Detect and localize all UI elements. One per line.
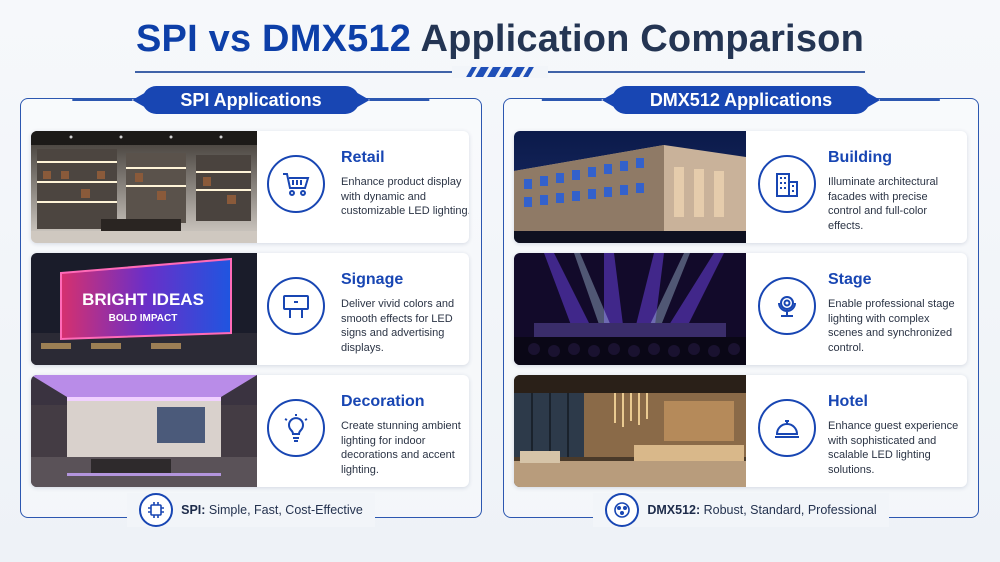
spi-summary: SPI: Simple, Fast, Cost-Effective xyxy=(181,503,363,517)
card-title: Hotel xyxy=(828,393,868,410)
card-retail: Retail Enhance product display with dyna… xyxy=(31,131,469,243)
card-title: Building xyxy=(828,149,892,166)
billboard-icon xyxy=(267,277,325,335)
card-title: Retail xyxy=(341,149,385,166)
card-description: Enhance product display with dynamic and… xyxy=(341,176,469,217)
billboard-text-2: BOLD IMPACT xyxy=(109,313,178,324)
building-facade-photo xyxy=(514,131,746,243)
title-rest: Application Comparison xyxy=(411,18,864,60)
card-description: Illuminate architectural facades with pr… xyxy=(828,176,939,232)
card-stage: Stage Enable professional stage lighting… xyxy=(514,253,967,365)
dmx512-header-label: DMX512 Applications xyxy=(649,90,833,110)
dmx512-panel-header: DMX512 Applications xyxy=(541,86,941,114)
spi-panel: SPI Applications Retail Enhance product … xyxy=(20,86,482,527)
dmx512-footer: DMX512: Robust, Standard, Professional xyxy=(504,493,978,527)
led-billboard-photo: BRIGHT IDEAS BOLD IMPACT xyxy=(31,253,257,365)
xlr-connector-icon xyxy=(605,493,640,527)
spi-footer: SPI: Simple, Fast, Cost-Effective xyxy=(21,493,481,527)
card-description: Enhance guest experience with sophistica… xyxy=(828,420,959,476)
lightbulb-icon xyxy=(267,399,325,457)
card-description: Create stunning ambient lighting for ind… xyxy=(341,420,461,476)
card-hotel: Hotel Enhance guest experience with soph… xyxy=(514,375,967,487)
divider-ornament xyxy=(452,66,548,78)
card-decoration: Decoration Create stunning ambient light… xyxy=(31,375,469,487)
spi-header-label: SPI Applications xyxy=(180,90,322,110)
card-description: Enable professional stage lighting with … xyxy=(828,298,955,354)
hotel-lobby-photo xyxy=(514,375,746,487)
dmx512-summary: DMX512: Robust, Standard, Professional xyxy=(647,503,877,517)
living-room-photo xyxy=(31,375,257,487)
building-icon xyxy=(758,155,816,213)
card-title: Signage xyxy=(341,271,404,288)
spi-panel-header: SPI Applications xyxy=(72,86,430,114)
concert-stage-photo xyxy=(514,253,746,365)
card-building: Building Illuminate architectural facade… xyxy=(514,131,967,243)
retail-store-photo xyxy=(31,131,257,243)
moving-head-light-icon xyxy=(758,277,816,335)
page-title: SPI vs DMX512 Application Comparison xyxy=(0,16,1000,62)
card-signage: BRIGHT IDEAS BOLD IMPACT Signage Deliver… xyxy=(31,253,469,365)
card-description: Deliver vivid colors and smooth effects … xyxy=(341,298,455,354)
service-bell-icon xyxy=(758,399,816,457)
billboard-text-1: BRIGHT IDEAS xyxy=(82,290,204,309)
dmx512-panel: DMX512 Applications Building Illuminate … xyxy=(503,86,979,527)
shopping-cart-icon xyxy=(267,155,325,213)
card-title: Stage xyxy=(828,271,872,288)
title-highlight: SPI vs DMX512 xyxy=(136,18,412,60)
card-title: Decoration xyxy=(341,393,425,410)
chip-icon xyxy=(139,493,174,527)
